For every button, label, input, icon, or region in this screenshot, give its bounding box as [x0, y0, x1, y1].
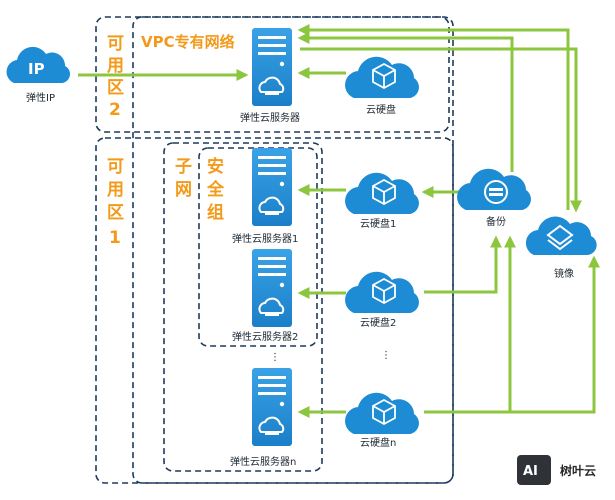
logo-badge — [517, 455, 551, 485]
subnet-label: 子 网 — [175, 157, 192, 200]
server-top[interactable]: 弹性云服务器 — [240, 27, 300, 124]
svg-text:网: 网 — [175, 180, 192, 200]
server-2-label: 弹性云服务器2 — [232, 330, 298, 343]
disk-top[interactable]: 云硬盘 — [344, 55, 420, 116]
svg-text:可: 可 — [107, 157, 124, 177]
disk-1-label: 云硬盘1 — [360, 217, 396, 230]
svg-text:全: 全 — [206, 179, 225, 200]
arrow-diskn-to-mirror — [424, 255, 600, 414]
arrow-disk2-to-backup — [424, 235, 502, 294]
disk-top-label: 云硬盘 — [366, 103, 396, 116]
disk-cloud-icon — [344, 55, 420, 99]
backup[interactable]: 备份 — [457, 168, 531, 228]
disk-cloud-icon — [344, 391, 420, 435]
arrow-mirror-to-server-top — [297, 24, 570, 210]
logo-mark: AI — [523, 464, 538, 479]
elastic-ip-cloud-icon — [6, 46, 70, 83]
svg-text:用: 用 — [107, 56, 124, 76]
arrow-backup-to-server-top — [297, 32, 514, 172]
svg-text:安: 安 — [207, 156, 224, 177]
server-n[interactable]: 弹性云服务器n — [230, 367, 296, 468]
server-1-label: 弹性云服务器1 — [232, 232, 298, 245]
svg-text:1: 1 — [109, 228, 121, 248]
svg-text:可: 可 — [107, 34, 124, 54]
disk-n-label: 云硬盘n — [360, 436, 396, 449]
mirror[interactable]: 镜像 — [525, 216, 597, 280]
backup-label: 备份 — [486, 215, 506, 228]
disk-2-label: 云硬盘2 — [360, 316, 396, 329]
svg-text:子: 子 — [175, 157, 192, 177]
watermark-logo: AI 树叶云 — [517, 455, 596, 485]
zone2-label: 可 用 区 2 — [107, 34, 124, 120]
svg-text:区: 区 — [107, 78, 124, 98]
disk-cloud-icon — [344, 171, 420, 215]
subnet-box — [163, 142, 323, 472]
svg-text:组: 组 — [207, 202, 224, 223]
zone1-label: 可 用 区 1 — [107, 157, 124, 248]
svg-text:区: 区 — [107, 203, 124, 223]
server-icon — [251, 27, 293, 107]
availability-zone-1 — [95, 137, 454, 484]
disk-n[interactable]: 云硬盘n — [344, 391, 420, 449]
server-n-label: 弹性云服务器n — [230, 455, 296, 468]
server-1[interactable]: 弹性云服务器1 — [232, 147, 298, 245]
svg-text:用: 用 — [107, 180, 124, 200]
security-group-label: 安 全 组 — [206, 156, 225, 223]
server-icon — [251, 147, 293, 227]
server-icon — [251, 248, 293, 328]
arrow-server-top-to-mirror — [300, 47, 582, 213]
elastic-ip[interactable]: IP 弹性IP — [6, 46, 70, 104]
elastic-ip-icon-text: IP — [28, 60, 45, 78]
vpc-label: VPC专有网络 — [141, 33, 235, 51]
disk-1[interactable]: 云硬盘1 — [344, 171, 420, 230]
servers-ellipsis: ⋮ — [270, 352, 280, 363]
mirror-label: 镜像 — [554, 267, 574, 280]
server-2[interactable]: 弹性云服务器2 — [232, 248, 298, 343]
vpc-box — [132, 16, 454, 484]
logo-name: 树叶云 — [560, 463, 596, 478]
backup-icon — [457, 168, 531, 210]
disk-cloud-icon — [344, 270, 420, 314]
elastic-ip-label: 弹性IP — [26, 91, 55, 104]
disk-2[interactable]: 云硬盘2 — [344, 270, 420, 329]
svg-text:2: 2 — [109, 100, 121, 120]
server-icon — [251, 367, 293, 447]
connection-arrows — [78, 24, 600, 418]
mirror-icon — [525, 216, 597, 255]
disks-ellipsis: ⋮ — [381, 350, 391, 361]
server-top-label: 弹性云服务器 — [240, 111, 300, 124]
